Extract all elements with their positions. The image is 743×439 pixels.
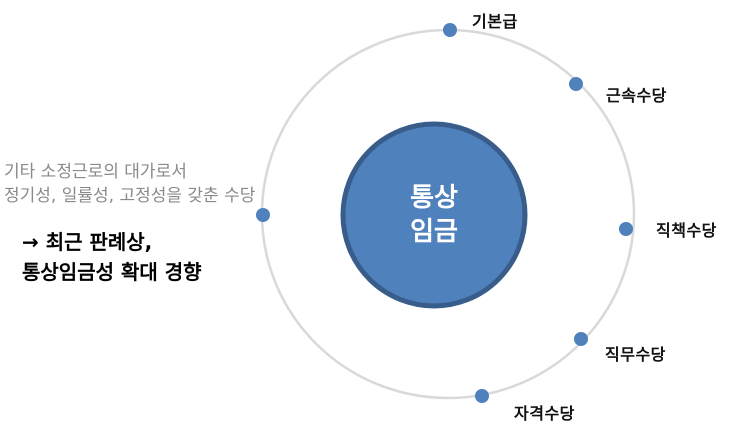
center-circle (340, 121, 528, 309)
item-label-4: 직무수당 (605, 345, 666, 364)
dot-item-5 (475, 389, 489, 403)
dot-item-2 (569, 77, 583, 91)
center-title-line2: 임금 (410, 217, 458, 247)
dot-item-1 (443, 23, 457, 37)
note-line2: 통상임금성 확대 경향 (22, 260, 202, 284)
note-text: → 최근 판례상, 통상임금성 확대 경향 (22, 227, 202, 287)
item-label-5: 자격수당 (514, 404, 575, 423)
item-label-2: 근속수당 (606, 86, 667, 105)
description-text: 기타 소정근로의 대가로서 정기성, 일률성, 고정성을 갖춘 수당 (4, 160, 255, 208)
item-label-3: 직책수당 (656, 221, 717, 240)
item-label-1: 기본급 (472, 12, 518, 31)
description-line2: 정기성, 일률성, 고정성을 갖춘 수당 (4, 186, 256, 206)
dot-description (256, 208, 270, 222)
dot-item-3 (619, 222, 633, 236)
note-line1: → 최근 판례상, (22, 230, 153, 254)
center-title-line1: 통상 (410, 183, 458, 213)
dot-item-4 (574, 332, 588, 346)
center-title: 통상 임금 (354, 181, 514, 249)
description-line1: 기타 소정근로의 대가로서 (4, 162, 187, 182)
